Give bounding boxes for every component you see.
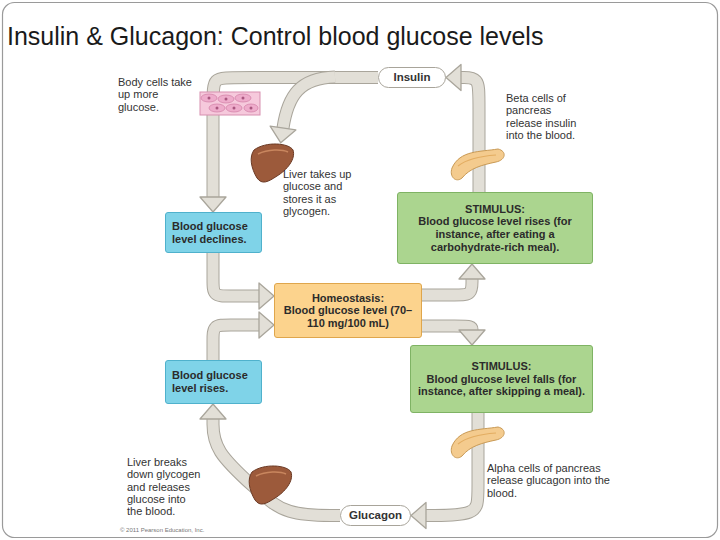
node-text: Blood glucose level rises.: [172, 369, 255, 394]
connector-outline: [422, 326, 472, 330]
connector-group: [422, 326, 472, 330]
connector-group: [213, 419, 340, 516]
slide-title: Insulin & Glucagon: Control blood glucos…: [7, 22, 543, 51]
branch-arrow-outline: [283, 77, 335, 128]
connector-outline: [213, 325, 259, 360]
connector-group: [426, 413, 478, 516]
cell-nucleus: [216, 107, 219, 110]
node-text: Blood glucose level rises (for instance,…: [404, 215, 586, 253]
connector-outline: [422, 279, 472, 295]
cell-nucleus: [233, 107, 236, 110]
cell: [201, 94, 217, 102]
feedback-arrow: [426, 413, 478, 516]
connector-group: [213, 253, 259, 296]
pancreas-illustration: [451, 149, 504, 180]
response-box: Blood glucose level rises.: [165, 360, 262, 404]
liver-highlight: [258, 150, 288, 154]
hormone-pill: Glucagon: [340, 505, 411, 526]
effect-note: Alpha cells of pancreas release glucagon…: [487, 462, 615, 499]
connector-group: [213, 325, 259, 360]
effect-note: Beta cells of pancreas release insulin i…: [506, 92, 584, 141]
effect-note: Body cells take up more glucose.: [118, 76, 198, 113]
branch-arrow: [283, 77, 335, 128]
cell-nucleus: [208, 97, 211, 100]
slide-frame: [3, 3, 718, 538]
homeostasis-box: Homeostasis:Blood glucose level (70–110 …: [274, 283, 422, 338]
liver-highlight: [256, 472, 286, 476]
node-heading: STIMULUS:: [417, 360, 586, 373]
node-heading: STIMULUS:: [404, 203, 586, 216]
pancreas-duct: [458, 155, 496, 166]
cell: [209, 104, 225, 112]
node-heading: Homeostasis:: [281, 292, 415, 305]
feedback-arrow: [213, 253, 259, 296]
node-text: Glucagon: [349, 509, 402, 522]
node-text: Blood glucose level falls (for instance,…: [417, 373, 586, 398]
connector-group: [213, 78, 479, 516]
node-text: Insulin: [393, 71, 430, 84]
cell-tissue: [200, 92, 260, 115]
feedback-arrow: [461, 78, 479, 193]
cell-nucleus: [242, 97, 245, 100]
feedback-arrow: [213, 419, 340, 516]
cell: [235, 94, 251, 102]
hormone-pill: Insulin: [378, 67, 446, 88]
cell: [226, 104, 242, 112]
body-cells-illustration: [200, 92, 260, 115]
node-text: Blood glucose level (70–110 mg/100 mL): [281, 304, 415, 329]
response-box: Blood glucose level declines.: [165, 212, 262, 253]
feedback-arrow: [213, 325, 259, 360]
cell-nucleus: [225, 98, 228, 101]
liver-illustration: [249, 466, 291, 504]
connector-outline: [213, 253, 259, 296]
cell: [244, 104, 258, 112]
effect-note: Liver takes up glucose and stores it as …: [283, 168, 355, 217]
stimulus-box: STIMULUS:Blood glucose level falls (for …: [410, 345, 593, 413]
feedback-arrow: [422, 279, 472, 295]
connector-outline: [213, 419, 340, 516]
effect-note: Liver breaks down glycogen and releases …: [127, 456, 203, 518]
connector-outline: [461, 78, 479, 193]
pancreas-illustration: [451, 427, 504, 458]
stimulus-box: STIMULUS:Blood glucose level rises (for …: [397, 192, 593, 264]
connector-group: [422, 279, 472, 295]
connector-group: [461, 78, 479, 193]
pancreas-duct: [458, 433, 496, 444]
cell: [218, 95, 234, 103]
feedback-arrow: [422, 326, 472, 330]
connector-outline: [426, 413, 478, 516]
node-text: Blood glucose level declines.: [172, 220, 255, 245]
copyright-note: © 2011 Pearson Education, Inc.: [120, 527, 320, 534]
cell-nucleus: [250, 107, 253, 110]
